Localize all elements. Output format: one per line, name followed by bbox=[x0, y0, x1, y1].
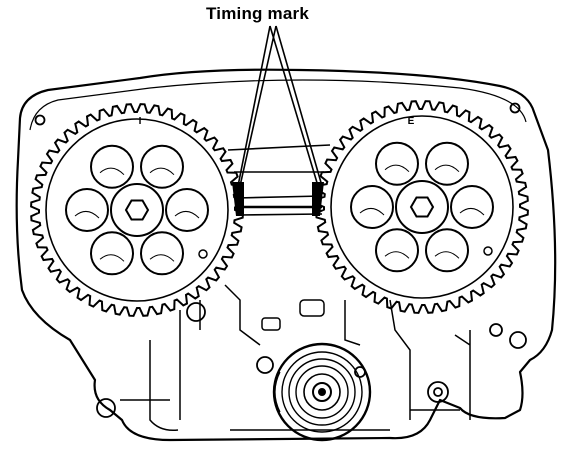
sprocket-teeth bbox=[315, 100, 529, 314]
sprocket-dowel bbox=[198, 249, 208, 259]
sprocket-teeth bbox=[30, 103, 244, 317]
tensioner-pulley bbox=[272, 342, 372, 442]
engine-block-detail bbox=[120, 284, 471, 432]
intake-sprocket-letter: I bbox=[139, 116, 142, 127]
sprocket-hole-shading bbox=[384, 251, 410, 259]
exhaust-camshaft-sprocket bbox=[315, 100, 529, 314]
sprocket-hole bbox=[425, 141, 469, 186]
sprocket-hole bbox=[375, 141, 419, 186]
sprocket-hole-shading bbox=[149, 254, 175, 262]
exhaust-sprocket-letter: E bbox=[408, 116, 415, 127]
sprocket-hole-shading bbox=[359, 208, 385, 216]
alignment-lines bbox=[227, 144, 331, 216]
sprocket-hole bbox=[450, 185, 494, 229]
sprocket-hole bbox=[65, 188, 109, 232]
cylinder-head-outline bbox=[15, 68, 557, 442]
hub-bolt bbox=[409, 196, 435, 218]
sprocket-hole bbox=[425, 228, 469, 273]
cover-bolt-holes bbox=[34, 102, 527, 418]
sprocket-hole-shading bbox=[384, 164, 410, 173]
sprocket-hole-shading bbox=[74, 211, 100, 219]
timing-mark-callout: Timing mark bbox=[206, 4, 309, 23]
sprocket-hole-shading bbox=[149, 167, 175, 176]
callout-leader-lines bbox=[237, 25, 323, 187]
sprocket-hole-shading bbox=[459, 208, 485, 216]
sprocket-hub bbox=[395, 180, 449, 234]
timing-mark-notches bbox=[232, 182, 324, 216]
sprocket-dowel bbox=[483, 246, 493, 256]
sprocket-hole bbox=[140, 144, 184, 189]
hub-bolt bbox=[124, 199, 150, 221]
sprocket-hole-shading bbox=[99, 167, 125, 176]
sprocket-hole bbox=[90, 144, 134, 189]
sprocket-hole bbox=[90, 231, 134, 276]
sprocket-rim bbox=[330, 115, 514, 299]
sprocket-hole-shading bbox=[174, 211, 200, 219]
sprocket-hole bbox=[140, 231, 184, 276]
sprocket-rim bbox=[45, 118, 229, 302]
sprocket-hole bbox=[165, 188, 209, 232]
intake-camshaft-sprocket bbox=[30, 103, 244, 317]
sprocket-hole-shading bbox=[434, 164, 460, 173]
sprocket-hole-shading bbox=[434, 251, 460, 259]
sprocket-hub bbox=[110, 183, 164, 237]
sprocket-hole bbox=[375, 228, 419, 273]
sprocket-hole-shading bbox=[99, 254, 125, 262]
sprocket-hole bbox=[350, 185, 394, 229]
